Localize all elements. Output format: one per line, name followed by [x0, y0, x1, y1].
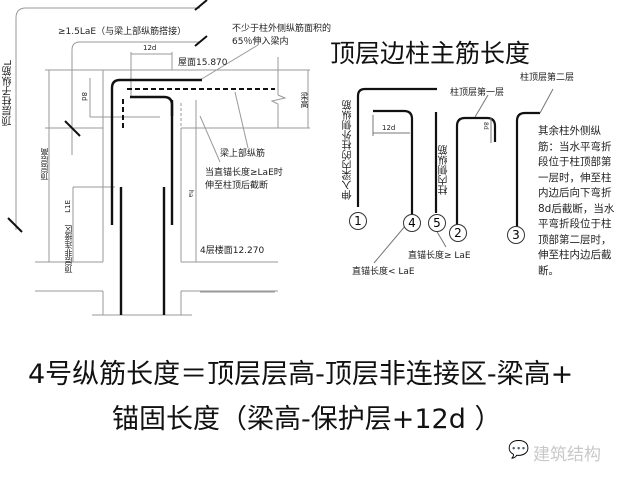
- straight-anchor-note-2: 伸至柱顶后截断: [205, 181, 269, 191]
- bar-number-5: 5: [428, 214, 446, 232]
- dim-ha: ha: [187, 190, 194, 198]
- bar-number-3: 3: [507, 226, 525, 244]
- right-dim-8d: 8d: [482, 122, 489, 130]
- formula-line-2: 锚固长度（梁高-保护层+12d ）: [112, 404, 502, 435]
- outer-bar-note: 不少于柱外侧纵筋面积的65％伸入梁内: [232, 24, 332, 47]
- watermark-text: 建筑结构: [533, 445, 601, 465]
- straight-anchor-lt-label: 直锚长度< LaE: [352, 267, 415, 277]
- dim-12d: 12d: [143, 44, 157, 52]
- remaining-bars-note: 其余柱外侧纵筋：当水平弯折段位于柱顶部第一层时，伸至柱内边后向下弯折8d后截断，…: [538, 125, 615, 277]
- straight-anchor-ge-label: 直锚长度≥ LaE: [408, 251, 471, 261]
- anchor-length-label: ≥1.5LaE（与梁上部纵筋搭接）: [58, 27, 187, 37]
- non-connect-zone-label: 顶层非连接区: [64, 225, 73, 273]
- chat-bubble-icon: 💬: [508, 440, 530, 460]
- floor-level: 4层楼面12.270: [200, 246, 265, 256]
- column-bar-length-label: 顶层柱子纵筋L: [3, 60, 14, 126]
- layer2-label: 柱顶层第二层: [520, 73, 575, 83]
- dim-8d: 8d: [80, 92, 88, 101]
- beam-height-label: 梁高: [300, 92, 309, 108]
- roof-level: 屋面15.870: [178, 58, 228, 68]
- right-rebars: [356, 87, 540, 232]
- bar-number-4: 4: [403, 214, 421, 232]
- story-height-label: 顶层层高: [40, 148, 49, 180]
- dim-l1e: L1E: [64, 200, 72, 213]
- bar5-label: 柱内侧纵筋: [439, 145, 450, 195]
- formula-line-1: 4号纵筋长度＝顶层层高-顶层非连接区-梁高+: [28, 359, 574, 390]
- bar-number-1: 1: [349, 212, 367, 230]
- straight-anchor-note-1: 当直锚长度≥LaE时: [205, 168, 283, 178]
- beam-top-bar-label: 梁上部纵筋: [220, 149, 266, 159]
- column-rebars: [110, 78, 202, 315]
- right-dim-12d: 12d: [382, 124, 396, 132]
- bar-number-2: 2: [449, 224, 467, 242]
- page-title: 顶层边柱主筋长度: [330, 39, 531, 68]
- bar1-label: 伸入梁内的柱外侧纵筋: [343, 100, 354, 200]
- layer1-label: 柱顶层第一层: [450, 88, 505, 98]
- dim-line-15lae: [71, 41, 200, 155]
- dim-line-L: [15, 7, 200, 230]
